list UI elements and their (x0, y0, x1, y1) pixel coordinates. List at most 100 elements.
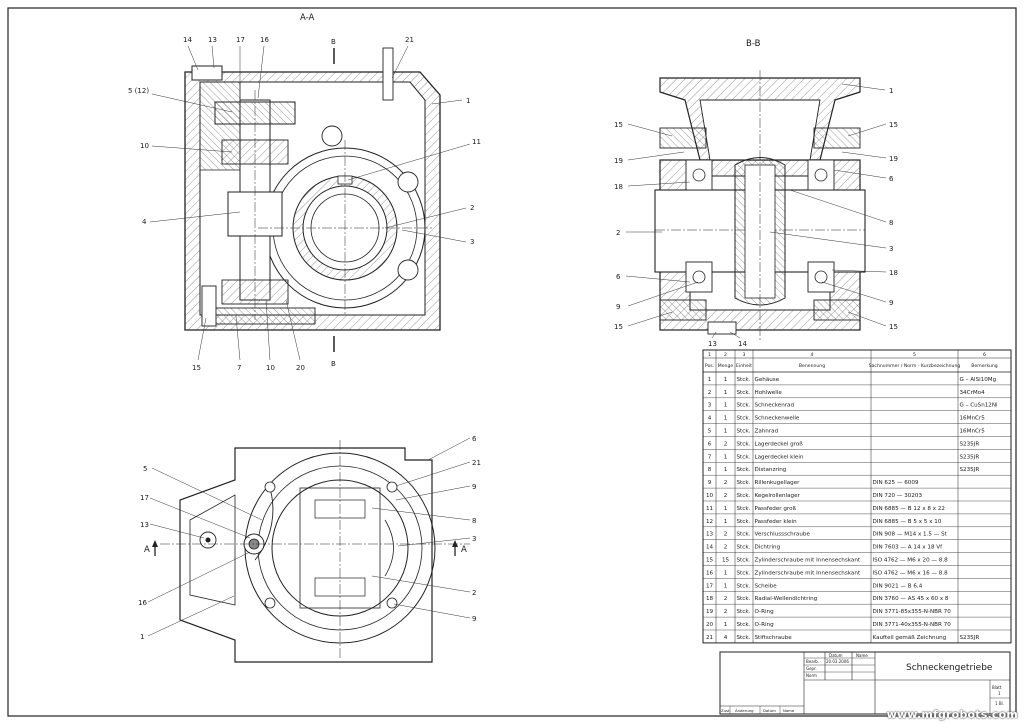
bom-cell: DIN 720 — 30203 (873, 493, 923, 499)
aa-callout-4: 4 (142, 218, 147, 226)
bom-cell: 6 (708, 441, 712, 447)
tb-datum-label: Datum (829, 653, 843, 658)
bom-cell: Stck. (737, 596, 751, 602)
bb-callout-6-l: 6 (616, 273, 621, 281)
plan-callout-9-bottom: 9 (472, 615, 476, 623)
tb-bl-label: 1 Bl. (995, 701, 1004, 706)
bom-cell: Zahnrad (755, 429, 779, 435)
bb-callout-15-br: 15 (889, 323, 898, 331)
aa-callout-10-bottom: 10 (266, 364, 275, 372)
bom-cell: Stck. (737, 390, 751, 396)
bom-cell: 14 (706, 545, 714, 551)
bom-cell: 2 (724, 532, 728, 538)
bom-cell: Stck. (737, 583, 751, 589)
bom-cell: DIN 3760 — AS 45 x 60 x 8 (873, 596, 949, 602)
bom-cell: Stck. (737, 570, 751, 576)
bb-callout-19-r: 19 (889, 155, 898, 163)
bom-cell: S235JR (960, 467, 980, 473)
drawing-title: Schneckengetriebe (906, 663, 993, 673)
aa-callout-11: 11 (472, 138, 481, 146)
plan-callout-8: 8 (472, 517, 476, 525)
bom-cell: Stiftschraube (755, 635, 793, 641)
bom-cell: Rillenkugellager (755, 480, 801, 486)
bb-callout-13: 13 (708, 340, 717, 348)
bom-cell: DIN 3771-85x355-N-NBR 70 (873, 609, 952, 615)
bb-callout-19-l: 19 (614, 157, 623, 165)
section-bb-title: B-B (746, 39, 761, 49)
plan-callout-21: 21 (472, 459, 481, 467)
bom-cell: Stck. (737, 454, 751, 460)
bom-cell: Dichtring (755, 545, 781, 551)
bom-cell: 2 (724, 493, 728, 499)
bom-cell: 34CrMo4 (960, 390, 986, 396)
aa-callout-14: 14 (183, 36, 192, 44)
bom-cell: Verschlussschraube (755, 532, 811, 538)
bom-cell: Radial-Wellendichtring (755, 596, 818, 602)
bom-cell: 4 (708, 416, 712, 422)
bom-cell: ISO 4762 — M6 x 16 — 8.8 (873, 570, 949, 576)
bom-cell: G – CuSn12Ni (960, 403, 999, 409)
tb-zust-label: Zust. (721, 708, 731, 713)
bom-cell: 15 (722, 558, 730, 564)
bom-cell: 16MnCr5 (960, 429, 986, 435)
bom-cell: 1 (724, 377, 728, 383)
bom-cell: 9 (708, 480, 712, 486)
bom-cell: 4 (724, 635, 728, 641)
title-block: Datum Name Bearb. 20.03.2006 Gepr. Norm … (719, 651, 1011, 715)
bb-callout-18-l: 18 (614, 183, 623, 191)
bom-cell: S235JR (960, 441, 980, 447)
bb-callout-15-bl: 15 (614, 323, 623, 331)
tb-blatt-value: 1 (998, 691, 1001, 696)
bom-cell: Kaufteil gemäß Zeichnung (873, 635, 947, 641)
bom-cell: Stck. (737, 622, 751, 628)
aa-callout-7: 7 (237, 364, 241, 372)
section-bb-view: B-B (614, 39, 898, 348)
bom-cell: 17 (706, 583, 714, 589)
tb-bearb-label: Bearb. (806, 659, 819, 664)
bom-cell: Stck. (737, 467, 751, 473)
bom-cell: 1 (724, 454, 728, 460)
cut-a-right-label: A (461, 545, 467, 555)
bom-cell: DIN 6885 — B 12 x 8 x 22 (873, 506, 945, 512)
sheet-border (7, 7, 1017, 717)
bom-cell: 11 (706, 506, 714, 512)
section-aa-title: A-A (300, 13, 315, 23)
bom-cell: 18 (706, 596, 714, 602)
bom-cell: 2 (708, 390, 712, 396)
bom-cell: DIN 9021 — B 6,4 (873, 583, 923, 589)
bom-cell: 1 (724, 506, 728, 512)
bb-callout-9-l: 9 (616, 303, 620, 311)
tb-aenderung-label: Änderung (735, 708, 754, 713)
bom-cell: DIN 7603 — A 14 x 18 Vf (873, 545, 944, 551)
bom-cell: 21 (706, 635, 714, 641)
bom-cell: Stck. (737, 416, 751, 422)
bom-cell: 5 (708, 429, 712, 435)
cut-b-top-label: B (331, 38, 336, 46)
bom-cell: ISO 4762 — M6 x 20 — 8.8 (873, 558, 949, 564)
bom-cell: Stck. (737, 558, 751, 564)
bom-cell: Passfeder klein (755, 519, 798, 525)
bom-cell: Stck. (737, 506, 751, 512)
bom-cell: Passfeder groß (755, 506, 797, 512)
aa-callout-10-top: 10 (140, 142, 149, 150)
bom-cell: Stck. (737, 429, 751, 435)
bom-cell: Gehäuse (755, 377, 780, 383)
bom-cell: 2 (724, 596, 728, 602)
bom-cell: 15 (706, 558, 714, 564)
tb-datum2-label: Datum (763, 708, 776, 713)
tb-blatt-label: Blatt (992, 685, 1002, 690)
bom-cell: O-Ring (755, 609, 775, 615)
bom-cell: Scheibe (755, 583, 778, 589)
plan-callout-6: 6 (472, 435, 477, 443)
aa-callout-13: 13 (208, 36, 217, 44)
section-aa-view: A-A B B (128, 13, 481, 372)
bom-cell: O-Ring (755, 622, 775, 628)
bom-cell: 1 (724, 429, 728, 435)
bom-col-number: 2 (724, 352, 727, 358)
bom-cell: Schneckenwelle (755, 416, 800, 422)
bom-cell: Lagerdeckel groß (755, 441, 804, 447)
bom-cell: 1 (724, 622, 728, 628)
bom-cell: 16 (706, 570, 714, 576)
